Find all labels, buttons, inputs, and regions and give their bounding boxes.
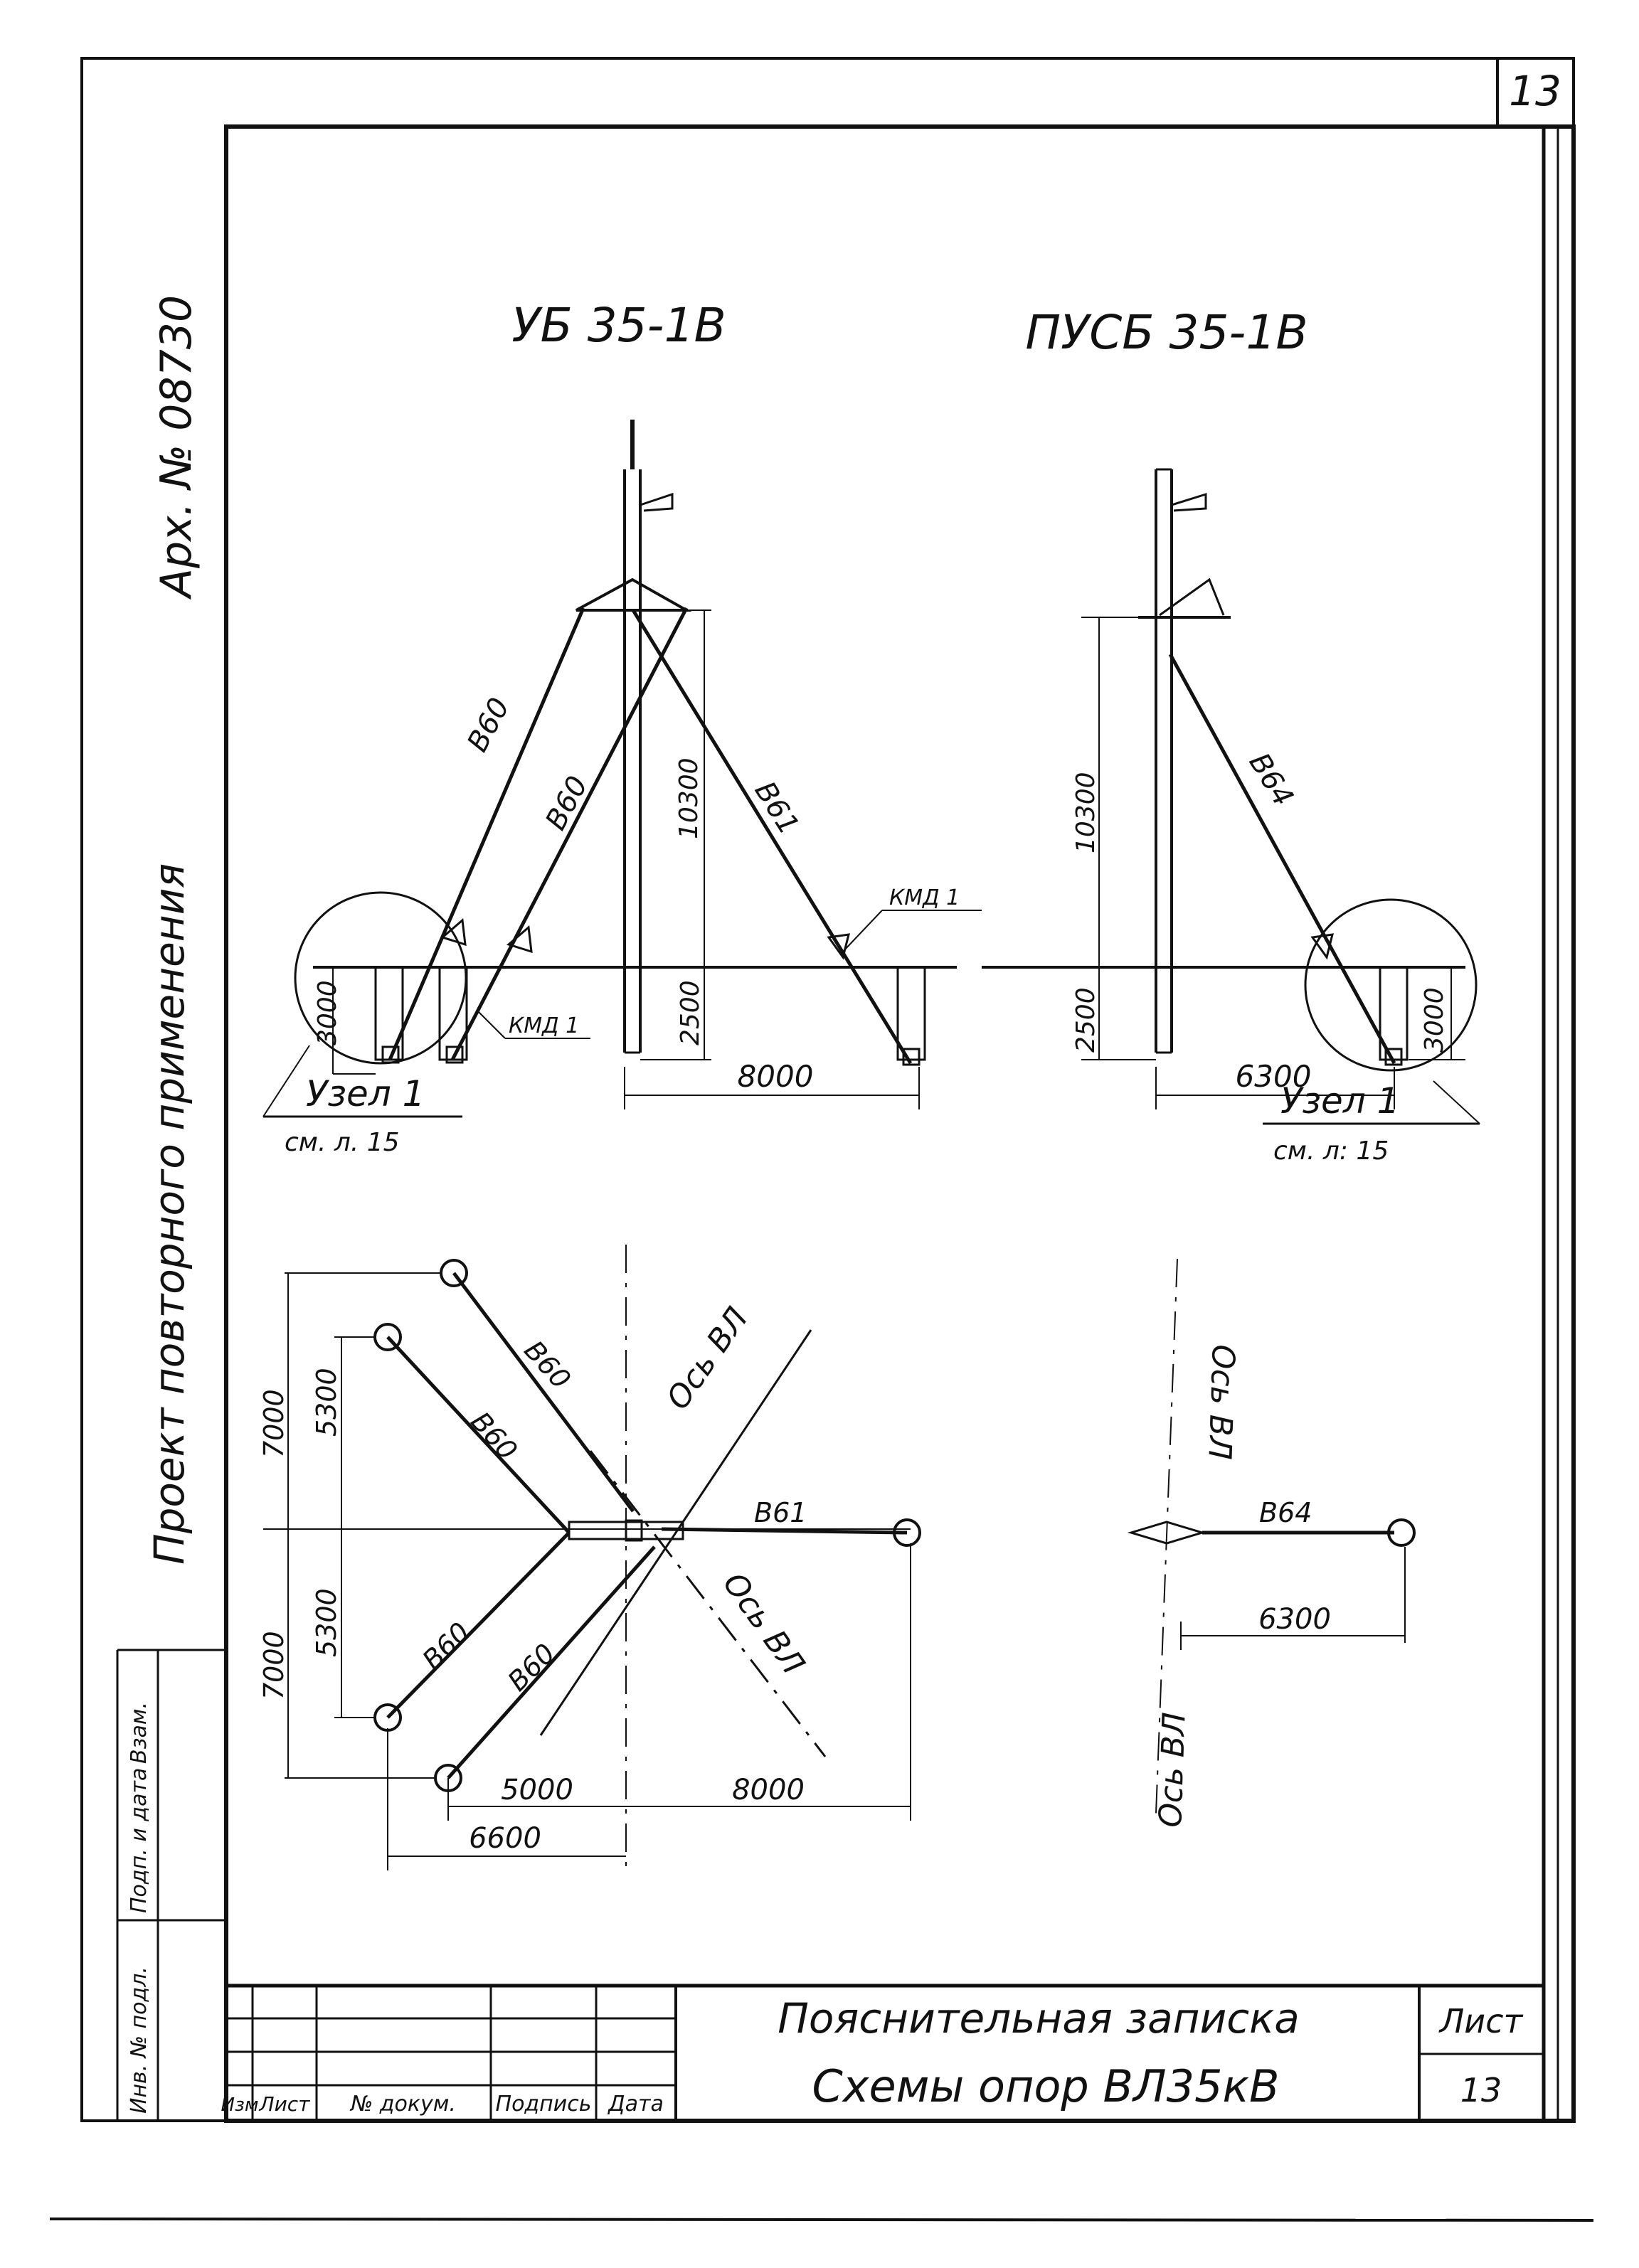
- sheet-number: 13: [1460, 2071, 1502, 2109]
- sheet-frame: [49, 57, 1594, 2222]
- stamp-replacement-label: Взам.: [127, 1702, 152, 1764]
- right-plan-brace-1: В64: [1259, 1497, 1312, 1528]
- reuse-project-note: Проект повторного применения: [145, 863, 193, 1565]
- title-col-list: Лист: [259, 2092, 311, 2116]
- right-plan-axis-label-bottom: Ось ВЛ: [1152, 1712, 1193, 1828]
- left-plan-dim-lower-inner: 5300: [311, 1588, 342, 1657]
- left-plan-dim-offset-6600: 6600: [469, 1822, 541, 1855]
- left-plan-brace-3: В60: [416, 1617, 476, 1676]
- left-plan-brace-4: В60: [502, 1638, 561, 1698]
- left-tower-dim-pit: 3000: [313, 980, 342, 1045]
- sheet-corner-number: 13: [1509, 67, 1561, 115]
- left-plan-brace-2: В60: [465, 1406, 524, 1466]
- right-tower-title: ПУСБ 35-1В: [1025, 305, 1308, 360]
- left-tower-brace-1: В60: [461, 693, 516, 757]
- left-tower-title: УБ 35-1В: [511, 298, 726, 353]
- right-plan-view: [1127, 1258, 1416, 1814]
- title-block: [226, 1984, 1544, 2121]
- left-plan-dim-lower-outer: 7000: [258, 1631, 290, 1700]
- stamp-signature-label: Подп. и дата: [127, 1768, 152, 1913]
- left-tower-node-label: Узел 1: [306, 1073, 425, 1114]
- title-col-signature: Подпись: [496, 2092, 592, 2117]
- left-tower-dim-span: 8000: [738, 1059, 814, 1094]
- right-tower-dim-depth: 2500: [1071, 987, 1100, 1053]
- right-tower-node-ref: см. л: 15: [1273, 1136, 1389, 1166]
- left-plan-dim-upper-outer: 7000: [258, 1389, 290, 1458]
- left-plan-dim-upper-inner: 5300: [311, 1368, 342, 1437]
- sheet-label: Лист: [1438, 2002, 1524, 2040]
- left-tower-dim-depth: 2500: [676, 980, 705, 1045]
- archive-number: Арх. № 08730: [152, 295, 201, 600]
- document-title: Пояснительная записка: [778, 1994, 1299, 2043]
- left-tower-brace-3: В61: [748, 776, 806, 841]
- left-tower-kmd-label-right: КМД 1: [889, 885, 960, 910]
- left-plan-axis-label-2: Ось ВЛ: [716, 1566, 812, 1681]
- stamp-inventory-label: Инв. № подл.: [127, 1966, 152, 2114]
- right-tower-node-label: Узел 1: [1280, 1080, 1399, 1122]
- left-plan-view: [263, 1245, 921, 1870]
- right-tower-elevation: [982, 468, 1480, 1125]
- title-col-date: Дата: [607, 2092, 664, 2117]
- title-col-izm: Изм: [221, 2094, 259, 2116]
- right-tower-dim-height: 10300: [1071, 772, 1100, 853]
- left-tower-elevation: [262, 420, 982, 1118]
- right-tower-dim-span: 6300: [1236, 1059, 1312, 1094]
- right-plan-axis-label-top: Ось ВЛ: [1201, 1344, 1241, 1461]
- document-subtitle: Схемы опор ВЛ35кВ: [812, 2060, 1279, 2112]
- title-col-doc: № докум.: [349, 2092, 456, 2117]
- left-plan-dim-offset-5000: 5000: [501, 1774, 573, 1806]
- left-plan-dim-span-8000: 8000: [732, 1774, 805, 1806]
- side-stamp: [116, 1649, 226, 2121]
- left-plan-brace-5: В61: [754, 1497, 807, 1528]
- left-plan-axis-label-1: Ось ВЛ: [659, 1301, 755, 1416]
- left-plan-brace-1: В60: [518, 1335, 577, 1395]
- right-plan-dim-span: 6300: [1258, 1603, 1331, 1636]
- left-tower-dim-height: 10300: [674, 757, 704, 839]
- left-tower-kmd-label-left: КМД 1: [509, 1013, 579, 1038]
- right-tower-dim-pit: 3000: [1420, 987, 1449, 1053]
- left-tower-node-ref: см. л. 15: [285, 1128, 400, 1157]
